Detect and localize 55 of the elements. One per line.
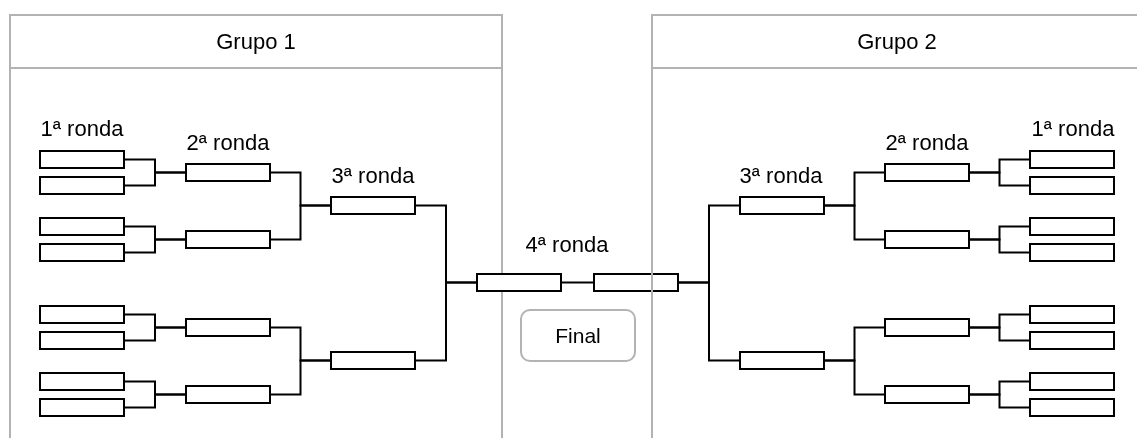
- stage-badge: Final: [520, 309, 636, 362]
- bracket-line: [824, 359, 885, 396]
- match-slot: [593, 273, 679, 292]
- match-slot: [39, 176, 125, 195]
- panel-header: Grupo 1: [11, 16, 501, 69]
- match-slot: [185, 230, 271, 249]
- bracket-line: [270, 204, 331, 241]
- bracket-line: [124, 171, 186, 187]
- match-slot: [1029, 305, 1115, 324]
- match-slot: [739, 196, 825, 215]
- round-label: 2ª ronda: [884, 130, 970, 156]
- match-slot: [884, 163, 970, 182]
- match-slot: [330, 351, 416, 370]
- bracket-line: [415, 281, 477, 362]
- bracket-line: [678, 281, 740, 362]
- panel-header: Grupo 2: [653, 16, 1137, 69]
- match-slot: [1029, 331, 1115, 350]
- match-slot: [185, 318, 271, 337]
- bracket-line: [969, 326, 1030, 342]
- match-slot: [185, 163, 271, 182]
- match-slot: [739, 351, 825, 370]
- match-slot: [39, 398, 125, 417]
- match-slot: [39, 243, 125, 262]
- bracket-line: [969, 171, 1030, 187]
- match-slot: [884, 385, 970, 404]
- round-label: 1ª ronda: [1030, 116, 1116, 142]
- bracket-line: [969, 238, 1030, 254]
- match-slot: [1029, 398, 1115, 417]
- match-slot: [39, 305, 125, 324]
- round-label: 3ª ronda: [330, 163, 416, 189]
- match-slot: [1029, 243, 1115, 262]
- bracket-line: [824, 204, 885, 241]
- match-slot: [884, 230, 970, 249]
- round-label: 4ª ronda: [524, 232, 610, 258]
- bracket-line: [124, 393, 186, 409]
- match-slot: [39, 331, 125, 350]
- match-slot: [1029, 217, 1115, 236]
- match-slot: [185, 385, 271, 404]
- bracket-line: [561, 281, 594, 284]
- bracket-line: [124, 238, 186, 254]
- match-slot: [1029, 150, 1115, 169]
- match-slot: [330, 196, 416, 215]
- match-slot: [884, 318, 970, 337]
- bracket-line: [124, 326, 186, 342]
- bracket-line: [969, 393, 1030, 409]
- match-slot: [476, 273, 562, 292]
- round-label: 2ª ronda: [185, 130, 271, 156]
- match-slot: [1029, 176, 1115, 195]
- match-slot: [39, 217, 125, 236]
- bracket-line: [270, 359, 331, 396]
- match-slot: [1029, 372, 1115, 391]
- match-slot: [39, 150, 125, 169]
- round-label: 1ª ronda: [39, 116, 125, 142]
- round-label: 3ª ronda: [738, 163, 824, 189]
- match-slot: [39, 372, 125, 391]
